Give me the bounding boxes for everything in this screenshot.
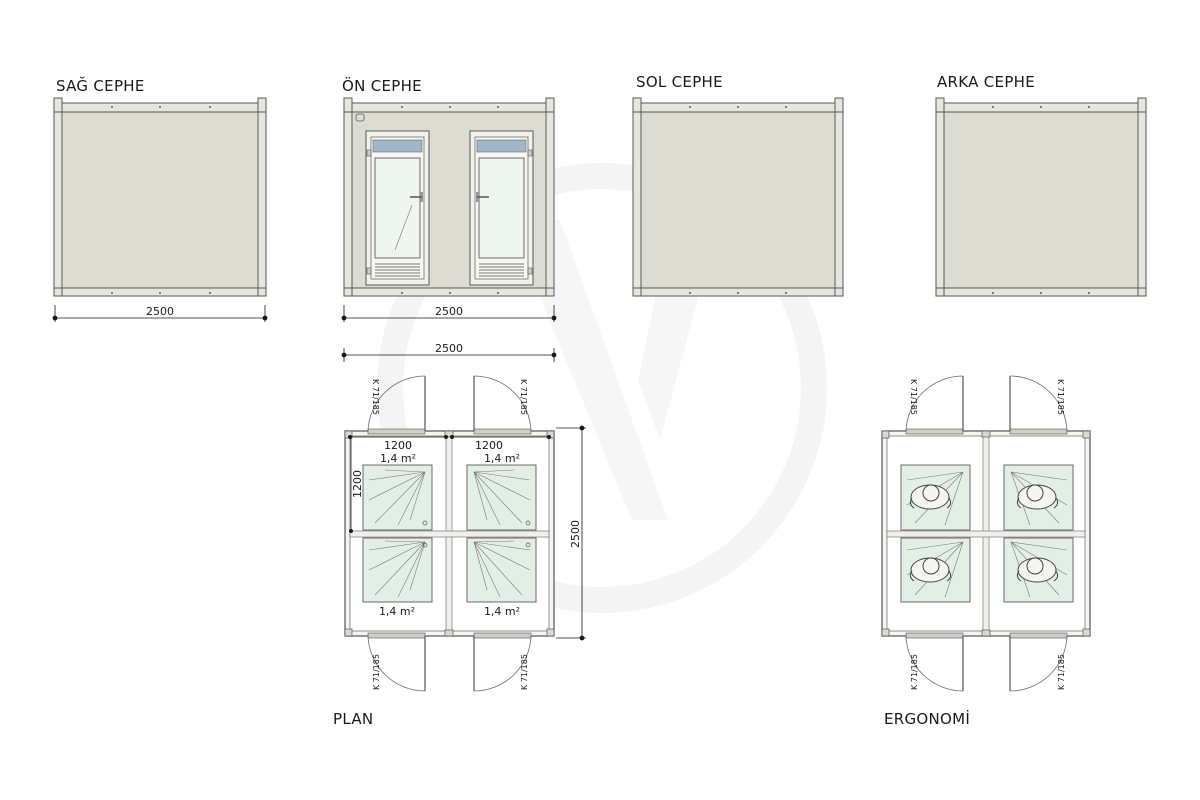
plan-view: K 71/185 K 71/185 K 71/185 K 71/185 1200 bbox=[344, 375, 555, 692]
front-door-right bbox=[469, 130, 534, 286]
person-figure-icon bbox=[1016, 484, 1059, 510]
front-facade-width: 2500 bbox=[435, 305, 463, 318]
plan-door-bottom-right: K 71/185 bbox=[473, 632, 532, 692]
shower-tray bbox=[362, 464, 433, 531]
cell-width-right: 1200 bbox=[475, 439, 503, 452]
plan-inner-dimensions: 1200 1200 1200 bbox=[348, 435, 551, 533]
plan-door-top-right: K 71/185 bbox=[473, 375, 532, 435]
left-facade-elevation bbox=[632, 97, 844, 297]
shower-tray bbox=[466, 537, 537, 603]
plan-height: 2500 bbox=[569, 520, 582, 548]
title-plan: PLAN bbox=[333, 710, 373, 728]
front-door-left bbox=[365, 130, 430, 286]
door-label: K 71/185 bbox=[520, 654, 529, 690]
plan-door-top-left: K 71/185 bbox=[367, 375, 426, 435]
front-facade-elevation bbox=[343, 97, 555, 297]
right-facade-dimension: 2500 bbox=[52, 305, 268, 322]
plan-overall-height-dimension: 2500 bbox=[556, 425, 586, 641]
back-facade-elevation bbox=[935, 97, 1147, 297]
right-facade-elevation bbox=[53, 97, 267, 297]
title-right-facade: SAĞ CEPHE bbox=[56, 76, 145, 95]
title-back-facade: ARKA CEPHE bbox=[937, 73, 1035, 91]
ergo-door-bottom-right: K 71/185 bbox=[1009, 632, 1068, 692]
shower-tray bbox=[362, 537, 433, 603]
door-label: K 71/185 bbox=[909, 379, 918, 415]
shower-tray-with-figure bbox=[900, 464, 971, 531]
area-label-bottom-right: 1,4 m² bbox=[484, 605, 520, 618]
shower-tray bbox=[466, 464, 537, 531]
title-ergonomics: ERGONOMİ bbox=[884, 709, 970, 728]
plan-width: 2500 bbox=[435, 342, 463, 355]
ergo-door-top-left: K 71/185 bbox=[905, 375, 964, 435]
door-label: K 71/185 bbox=[1057, 654, 1066, 690]
door-label: K 71/185 bbox=[371, 379, 380, 415]
ergo-door-top-right: K 71/185 bbox=[1009, 375, 1068, 435]
door-label: K 71/185 bbox=[372, 654, 381, 690]
area-label-bottom-left: 1,4 m² bbox=[379, 605, 415, 618]
vent-icon bbox=[355, 113, 365, 122]
door-label: K 71/185 bbox=[519, 379, 528, 415]
shower-tray-with-figure bbox=[900, 537, 971, 603]
plan-door-bottom-left: K 71/185 bbox=[367, 632, 426, 692]
person-figure-icon bbox=[909, 557, 952, 583]
person-figure-icon bbox=[909, 484, 952, 510]
area-label-top-left: 1,4 m² bbox=[380, 452, 416, 465]
title-left-facade: SOL CEPHE bbox=[636, 73, 723, 91]
title-front-facade: ÖN CEPHE bbox=[342, 76, 422, 95]
person-figure-icon bbox=[1016, 557, 1059, 583]
door-label: K 71/185 bbox=[1056, 379, 1065, 415]
ergo-door-bottom-left: K 71/185 bbox=[905, 632, 964, 692]
cell-height: 1200 bbox=[351, 470, 364, 498]
ergonomics-view: K 71/185 K 71/185 K 71/185 K 71/185 bbox=[881, 375, 1091, 692]
plan-overall-width-dimension: 2500 bbox=[341, 342, 557, 362]
area-label-top-right: 1,4 m² bbox=[484, 452, 520, 465]
right-facade-width: 2500 bbox=[146, 305, 174, 318]
shower-tray-with-figure bbox=[1003, 537, 1074, 603]
shower-tray-with-figure bbox=[1003, 464, 1074, 531]
door-label: K 71/185 bbox=[910, 654, 919, 690]
front-facade-dimension: 2500 bbox=[341, 305, 557, 322]
cell-width-left: 1200 bbox=[384, 439, 412, 452]
